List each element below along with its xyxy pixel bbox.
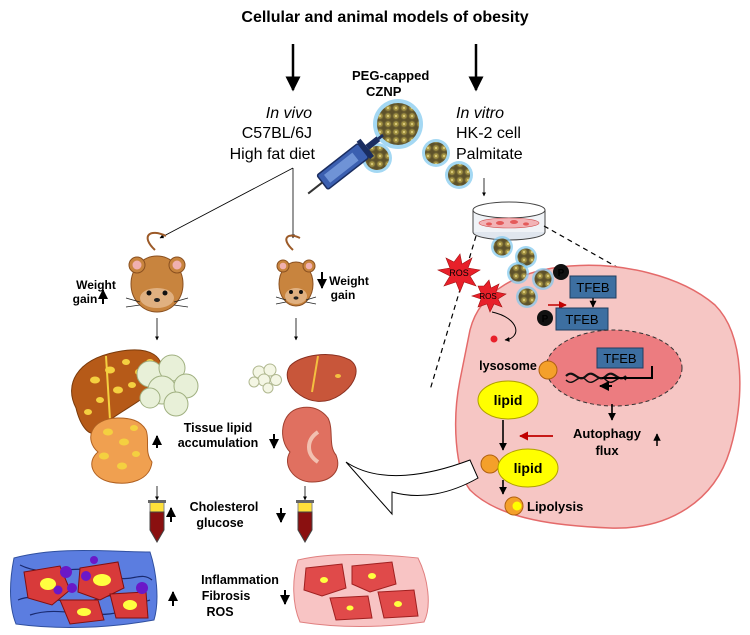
- lipolysis-lipid: [512, 501, 522, 511]
- cholesterol-label: Cholesterol: [190, 500, 259, 514]
- tissue-healthy: [293, 554, 429, 627]
- tfeb-box-nuclear: [596, 347, 644, 369]
- ros-curve-arrow: [491, 311, 517, 342]
- weight-gain-left-line1: Weight: [76, 278, 116, 292]
- arrow-to-mouse-control: [159, 167, 294, 239]
- tfeb-label-2: TFEB: [565, 312, 598, 327]
- in-vivo-diet: High fat diet: [230, 146, 316, 163]
- lipid-droplet-1: [477, 380, 539, 420]
- lysosome-label: lysosome: [479, 359, 537, 373]
- weight-gain-right-line2: gain: [331, 288, 356, 302]
- in-vivo-strain: C57BL/6J: [242, 125, 312, 142]
- mouse-obese: [125, 231, 189, 313]
- lysosome-icon-2: [480, 454, 500, 474]
- petri-dish-icon: [472, 201, 546, 241]
- phospho-badge-1: [553, 264, 569, 280]
- feedback-hollow-arrow: [345, 459, 479, 516]
- nanoparticle-cluster: [362, 99, 473, 189]
- fibrosis-label: Fibrosis: [202, 589, 251, 603]
- weight-gain-right-line1: Weight: [329, 274, 369, 288]
- adipose-cluster-small: [248, 363, 282, 394]
- weight-gain-left-line2: gain: [73, 292, 98, 306]
- healthy-kidney: [282, 406, 339, 483]
- ros-burst-1: [437, 253, 481, 293]
- phospho-label-2: P: [542, 314, 549, 325]
- phospho-badge-2: [537, 310, 553, 326]
- tissue-inflamed: [10, 550, 158, 628]
- blood-tube-right: [296, 500, 314, 543]
- ros-outcome-label: ROS: [206, 605, 233, 619]
- dna-strand: [565, 372, 627, 380]
- lipolysis-label: Lipolysis: [527, 499, 583, 514]
- tissue-lipid-line2: accumulation: [178, 436, 259, 450]
- lipid-label-2: lipid: [514, 460, 543, 476]
- in-vivo-label: In vivo: [266, 105, 312, 122]
- adipose-cluster-large: [136, 354, 199, 417]
- blood-tube-left: [148, 500, 166, 543]
- dna-strand-2: [565, 377, 627, 383]
- nanoparticle-label-line2: CZNP: [366, 84, 402, 99]
- ros-label-2: ROS: [479, 292, 496, 301]
- lipid-label-1: lipid: [494, 392, 523, 408]
- tfeb-label-1: TFEB: [576, 280, 609, 295]
- ros-label-1: ROS: [449, 268, 469, 278]
- autophagy-flux-label: flux: [595, 443, 619, 458]
- healthy-liver: [286, 354, 357, 402]
- phospho-label-1: P: [558, 268, 565, 279]
- nanoparticle-label-line1: PEG-capped: [352, 68, 429, 83]
- tfeb-box-2: [555, 307, 609, 331]
- syringe-icon: [307, 133, 384, 195]
- ros-dot: [490, 335, 498, 343]
- lysosome-icon: [538, 360, 558, 380]
- lipid-droplet-2: [497, 448, 559, 488]
- in-vitro-cell: HK-2 cell: [456, 125, 521, 142]
- autophagy-label: Autophagy: [573, 426, 642, 441]
- figure-title: Cellular and animal models of obesity: [241, 9, 528, 26]
- tissue-lipid-line1: Tissue lipid: [184, 421, 253, 435]
- mouse-treated: [275, 234, 317, 307]
- nanoparticles-cell: [491, 236, 554, 308]
- tfeb-label-nuclear: TFEB: [603, 351, 636, 366]
- inflammation-label: Inflammation: [201, 573, 279, 587]
- in-vitro-label: In vitro: [456, 105, 504, 122]
- glucose-label: glucose: [196, 516, 243, 530]
- gene-marker: [602, 366, 653, 379]
- in-vitro-treatment: Palmitate: [456, 146, 523, 163]
- ros-burst-2: [471, 279, 507, 313]
- fatty-kidney: [90, 417, 153, 484]
